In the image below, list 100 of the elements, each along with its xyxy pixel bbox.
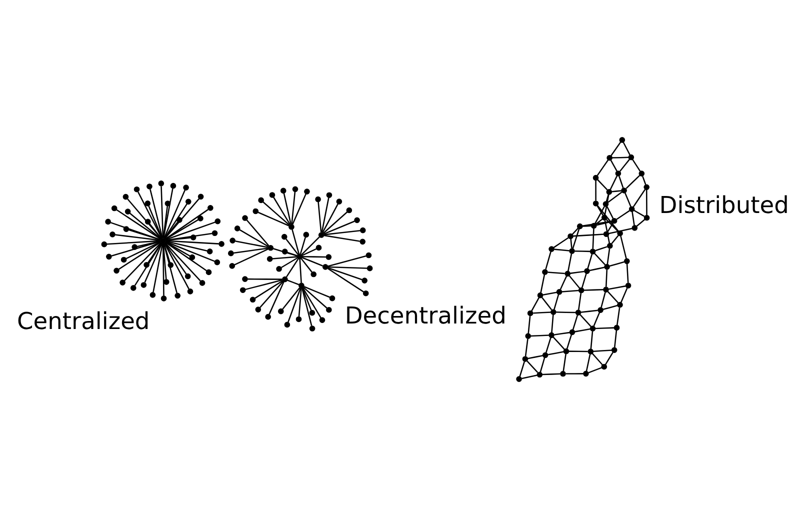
connector: [302, 286, 327, 308]
connector: [566, 334, 572, 348]
node-circle: [365, 252, 372, 258]
node-circle: [264, 313, 270, 320]
connector: [622, 142, 630, 155]
connector: [580, 309, 598, 312]
node-circle: [362, 290, 368, 296]
connector: [559, 275, 567, 290]
connector: [586, 253, 592, 268]
node-circle: [284, 321, 290, 328]
connector: [592, 228, 594, 248]
connector: [545, 337, 551, 352]
node-circle: [526, 310, 533, 316]
node-circle: [120, 256, 126, 262]
connector: [524, 338, 528, 356]
node-circle: [214, 218, 220, 224]
node-circle: [160, 237, 166, 244]
node-circle: [602, 200, 608, 206]
connector: [561, 289, 578, 292]
connector: [246, 219, 269, 246]
node-circle: [252, 208, 258, 214]
node-circle: [322, 264, 328, 270]
node-circle: [119, 279, 125, 285]
connector: [327, 266, 362, 280]
connector: [148, 205, 162, 238]
connector: [568, 350, 588, 352]
connector: [572, 227, 578, 234]
node-circle: [359, 226, 366, 233]
node-circle: [170, 182, 176, 188]
node-circle: [109, 231, 115, 237]
connector: [327, 254, 366, 266]
connector: [552, 336, 564, 350]
node-circle: [228, 262, 235, 268]
connector: [164, 242, 200, 281]
connector: [574, 250, 590, 252]
connector: [539, 357, 545, 372]
connector: [126, 198, 162, 238]
connector: [165, 232, 212, 240]
node-circle: [188, 254, 195, 260]
node-circle: [589, 248, 596, 254]
node-circle: [602, 286, 608, 292]
connector: [164, 221, 178, 238]
node-circle: [242, 276, 248, 282]
connector: [606, 248, 610, 264]
node-circle: [122, 226, 129, 232]
node-circle: [600, 214, 607, 220]
connector: [606, 206, 614, 218]
connector: [570, 238, 572, 248]
connector: [268, 281, 284, 314]
node-circle: [276, 265, 282, 272]
connector: [604, 352, 613, 364]
node-circle: [104, 218, 110, 224]
node-circle: [160, 295, 166, 301]
node-circle: [314, 196, 320, 202]
node-circle: [218, 240, 224, 246]
connector: [285, 258, 298, 277]
connector: [585, 354, 590, 371]
node-circle: [258, 196, 264, 203]
connector: [165, 240, 218, 244]
node-circle: [133, 186, 140, 192]
connector: [164, 218, 198, 240]
connector: [300, 287, 312, 326]
node-circle: [267, 244, 274, 250]
connector: [552, 236, 568, 248]
connector: [287, 287, 301, 322]
connector: [604, 220, 610, 243]
connector: [162, 242, 177, 293]
node-circle: [280, 233, 287, 240]
connector: [244, 278, 282, 290]
connector: [594, 180, 596, 200]
connector: [258, 280, 284, 308]
node-circle: [266, 256, 272, 262]
connector: [160, 186, 164, 238]
connector: [148, 222, 162, 238]
node-circle: [310, 270, 316, 277]
connector: [579, 314, 591, 327]
connector: [328, 266, 367, 268]
connector: [280, 256, 298, 268]
connector: [317, 201, 322, 232]
node-circle: [205, 268, 212, 275]
node-circle: [140, 282, 146, 288]
node-circle: [318, 232, 324, 238]
connector: [602, 304, 618, 310]
node-circle: [620, 187, 626, 193]
connector: [608, 284, 626, 290]
connector: [611, 190, 621, 192]
connector: [600, 292, 606, 308]
connector: [164, 240, 214, 262]
node-circle: [292, 186, 298, 192]
connector: [610, 234, 618, 244]
connector: [272, 196, 290, 224]
connector: [323, 220, 354, 234]
connector: [612, 156, 628, 158]
node-circle: [288, 223, 294, 230]
connector: [624, 192, 631, 206]
node-circle: [624, 282, 631, 288]
connector: [162, 188, 173, 238]
connector: [610, 141, 621, 156]
connector: [578, 292, 582, 310]
node-circle: [130, 284, 136, 290]
